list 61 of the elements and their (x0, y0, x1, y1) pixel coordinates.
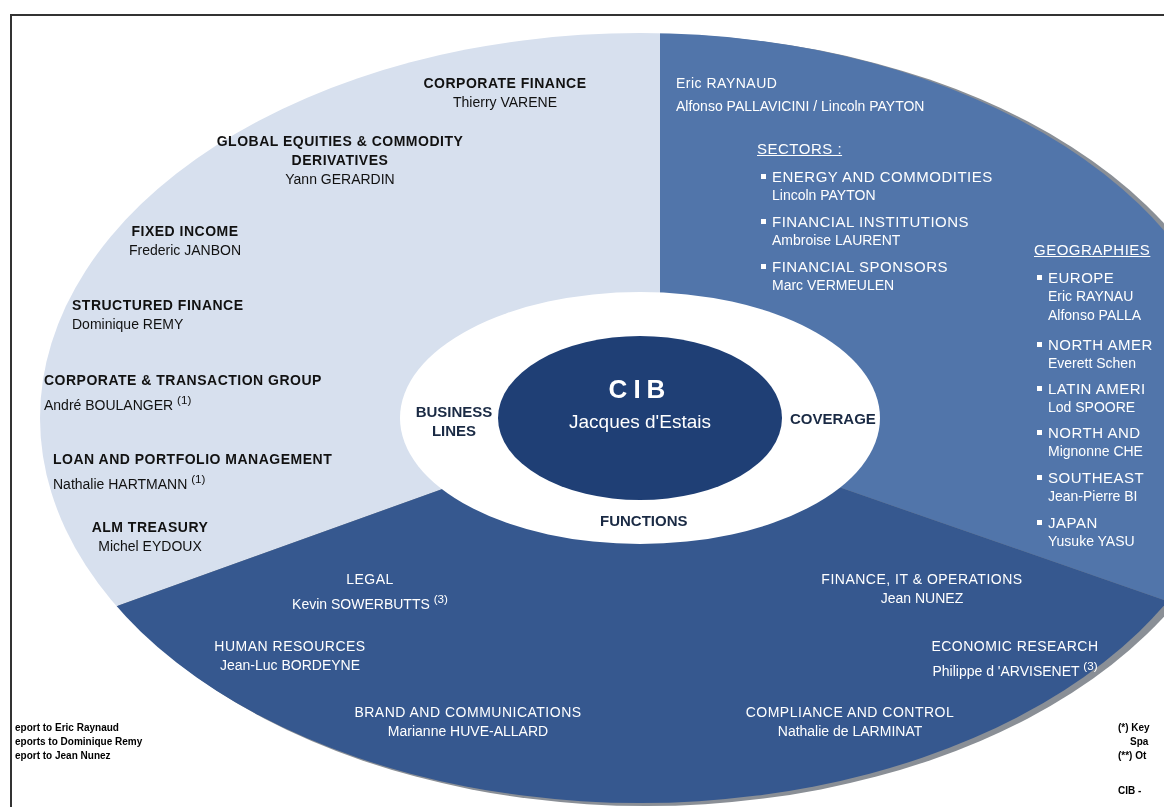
ring-label: FUNCTIONS (600, 512, 688, 529)
person-name: Eric RAYNAU (1048, 287, 1135, 306)
section-heading: GEOGRAPHIES (1034, 241, 1151, 258)
person-name: Frederic JANBON (128, 241, 242, 260)
unit-title: GLOBAL EQUITIES & COMMODITY DERIVATIVES (215, 132, 465, 170)
person-name: Jean-Pierre BI (1048, 487, 1139, 506)
unit-title: COMPLIANCE AND CONTROL (744, 703, 956, 722)
ring-label: COVERAGE (790, 410, 876, 427)
unit-title: LEGAL (345, 570, 395, 589)
person-name: Lincoln PAYTON (772, 186, 877, 205)
unit-title: LATIN AMERI (1048, 379, 1146, 398)
ring-label: BUSINESS LINES (414, 402, 494, 440)
footnote: Spa (1130, 736, 1149, 747)
unit-title: LOAN AND PORTFOLIO MANAGEMENT (53, 450, 333, 469)
unit-title: CORPORATE & TRANSACTION GROUP (44, 371, 322, 390)
person-name: André BOULANGER $^{(1)}$ (44, 392, 193, 415)
center-title: CIB (607, 374, 673, 405)
unit-title: JAPAN (1048, 513, 1135, 532)
footnote: (**) Ot (1118, 750, 1147, 761)
person-name: Ambroise LAURENT (772, 231, 902, 250)
person-name: Kevin SOWERBUTTS $^{(3)}$ (291, 591, 449, 614)
footnote: eport to Eric Raynaud (15, 722, 119, 733)
person-name: Alfonso PALLAVICINI / Lincoln PAYTON (676, 97, 925, 116)
unit-title: ALM TREASURY (90, 518, 210, 537)
unit-title: FIXED INCOME (130, 222, 240, 241)
person-name: Thierry VARENE (452, 93, 558, 112)
person-name: Mignonne CHE (1048, 442, 1143, 461)
person-name: Lod SPOORE (1048, 398, 1137, 417)
unit-title: NORTH AND (1048, 423, 1143, 442)
unit-title: ENERGY AND COMMODITIES (772, 167, 993, 186)
unit-title: FINANCE, IT & OPERATIONS (820, 570, 1024, 589)
person-name: Yusuke YASU (1048, 532, 1135, 551)
unit-title: FINANCIAL INSTITUTIONS (772, 212, 970, 231)
footnote: eport to Jean Nunez (15, 750, 111, 761)
unit-title: CORPORATE FINANCE (422, 74, 588, 93)
footnote: eports to Dominique Remy (15, 736, 143, 747)
person-name: Michel EYDOUX (97, 537, 203, 556)
person-name: Jean-Luc BORDEYNE (218, 656, 362, 675)
unit-title: ECONOMIC RESEARCH (930, 637, 1100, 656)
person-name: Nathalie de LARMINAT (776, 722, 924, 741)
person-name: Eric RAYNAUD (676, 74, 779, 93)
section-heading: SECTORS : (757, 140, 843, 157)
person-name: Marc VERMEULEN (772, 276, 896, 295)
unit-title: HUMAN RESOURCES (213, 637, 367, 656)
person-name: Marianne HUVE-ALLARD (386, 722, 550, 741)
person-name: Philippe d 'ARVISENET $^{(3)}$ (931, 658, 1099, 681)
unit-title: NORTH AMER (1048, 335, 1153, 354)
page-footer: CIB - (1118, 785, 1142, 796)
unit-title: FINANCIAL SPONSORS (772, 257, 948, 276)
unit-title: STRUCTURED FINANCE (72, 296, 244, 315)
person-name: Yann GERARDIN (284, 170, 396, 189)
unit-title: EUROPE (1048, 268, 1142, 287)
person-name: Jacques d'Estais (568, 411, 712, 433)
person-name: Everett Schen (1048, 354, 1137, 373)
person-name: Nathalie HARTMANN $^{(1)}$ (53, 471, 207, 494)
footnote: (*) Key (1118, 722, 1150, 733)
person-name: Jean NUNEZ (879, 589, 965, 608)
person-name: Alfonso PALLA (1048, 306, 1142, 325)
unit-title: SOUTHEAST (1048, 468, 1145, 487)
unit-title: BRAND AND COMMUNICATIONS (353, 703, 583, 722)
person-name: Dominique REMY (72, 315, 185, 334)
